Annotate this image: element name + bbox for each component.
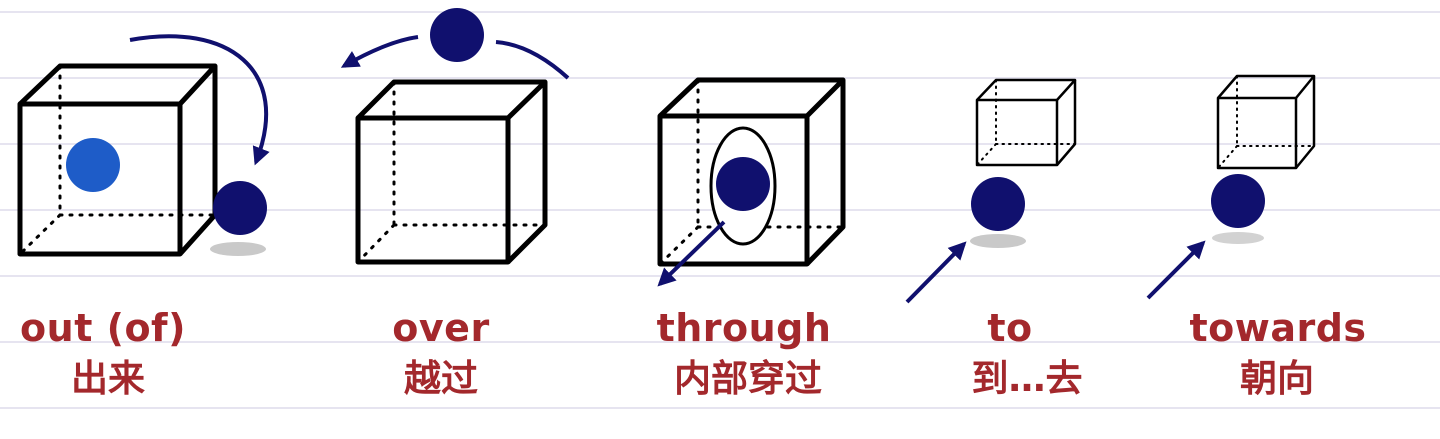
- over-cube: [355, 79, 548, 265]
- through-arrow: [657, 220, 726, 287]
- ball: [971, 177, 1025, 231]
- towards-illustration: [1146, 74, 1316, 300]
- to-arrow: [905, 241, 967, 304]
- over-arrow: [340, 35, 419, 68]
- label-out-of-en: out (of): [20, 306, 186, 350]
- ball: [213, 181, 267, 235]
- to-illustration: [905, 78, 1077, 304]
- label-out-of-zh: 出来: [71, 357, 145, 400]
- ball-shadow: [970, 234, 1026, 248]
- ball: [1211, 174, 1265, 228]
- ball: [430, 8, 484, 62]
- label-over-zh: 越过: [404, 357, 478, 400]
- ball-inside-cube: [66, 138, 120, 192]
- label-to-zh: 到…去: [971, 357, 1083, 400]
- over-arrow-trail: [495, 40, 570, 80]
- label-to-en: to: [987, 306, 1033, 350]
- through-illustration: [657, 77, 846, 287]
- out-of-illustration: [17, 34, 270, 257]
- label-towards-en: towards: [1189, 306, 1367, 350]
- ball: [716, 157, 770, 211]
- exit-arrow: [129, 34, 270, 166]
- to-cube: [975, 78, 1077, 167]
- through-cube: [657, 77, 846, 267]
- towards-arrow: [1146, 240, 1206, 300]
- ball-shadow: [210, 242, 266, 256]
- over-illustration: [340, 8, 570, 265]
- ball-shadow: [1212, 232, 1264, 244]
- label-over-en: over: [392, 306, 490, 350]
- label-towards-zh: 朝向: [1240, 357, 1314, 400]
- towards-cube: [1216, 74, 1316, 170]
- label-through-en: through: [656, 306, 832, 350]
- label-through-zh: 内部穿过: [674, 357, 822, 400]
